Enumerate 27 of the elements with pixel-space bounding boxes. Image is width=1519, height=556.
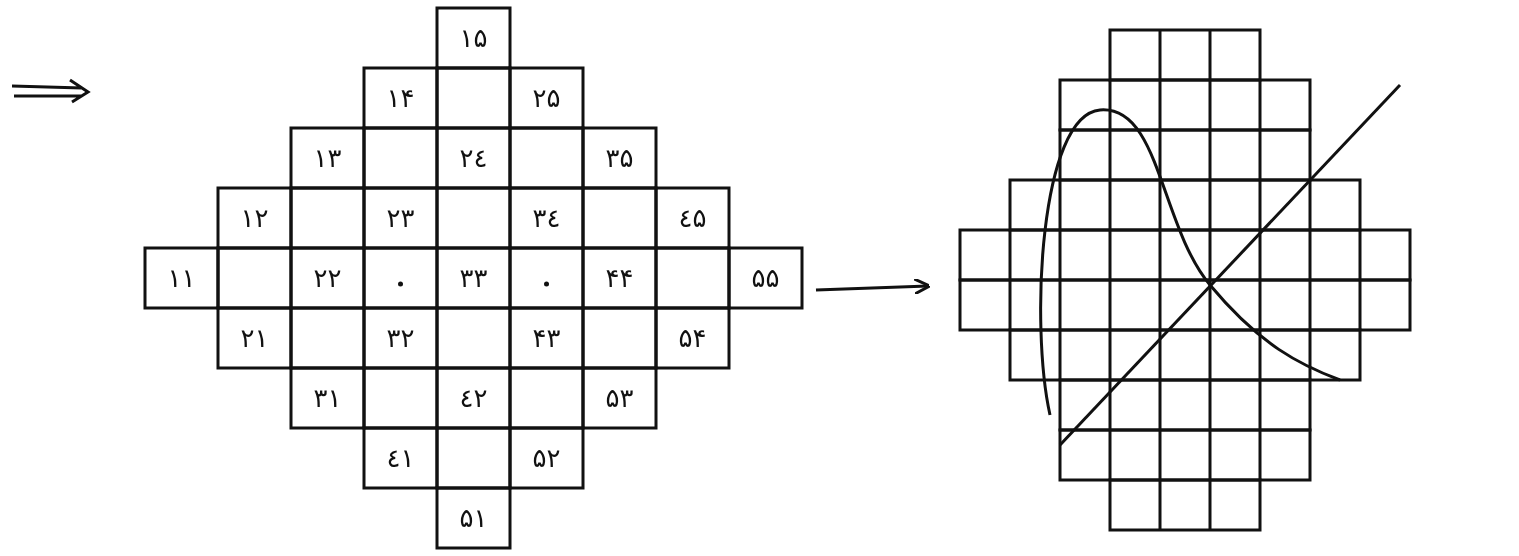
cell-number: ۳۱ — [313, 383, 342, 413]
diamond-grid — [145, 8, 802, 548]
cell-number: ۲۳ — [386, 203, 415, 233]
cell-number: ۵۴ — [678, 323, 707, 353]
cell-number: ۵۳ — [605, 383, 634, 413]
cell-number: ۳۳ — [459, 263, 488, 293]
cell-number: ۲۱ — [240, 323, 269, 353]
cell-number: ۱۵ — [459, 23, 488, 53]
cell-number: ٤۱ — [386, 443, 415, 473]
cell-number: ۳٤ — [532, 203, 561, 233]
cell-number: ۴۴ — [605, 263, 634, 293]
cell-number: ۲۲ — [313, 263, 342, 293]
cell-number: ۱۲ — [240, 203, 269, 233]
arrow — [815, 277, 931, 296]
cell-number: ۵۱ — [459, 503, 488, 533]
cell-number: ۵۵ — [751, 263, 780, 293]
cell-number: ۲۵ — [532, 83, 561, 113]
cell-number: ۱۱ — [167, 263, 196, 293]
cell-number: ۴۳ — [532, 323, 561, 353]
cell-number: ۲٤ — [459, 143, 488, 173]
cell-number: ٤۲ — [459, 383, 488, 413]
cell-number: ۱۴ — [386, 83, 415, 113]
cell-number: ۵۲ — [532, 443, 561, 473]
cell-number: ۳۲ — [386, 323, 415, 353]
cell-number: ٤۵ — [678, 203, 707, 233]
cell-number: ۳۵ — [605, 143, 634, 173]
cell-number: ۱۳ — [313, 143, 342, 173]
